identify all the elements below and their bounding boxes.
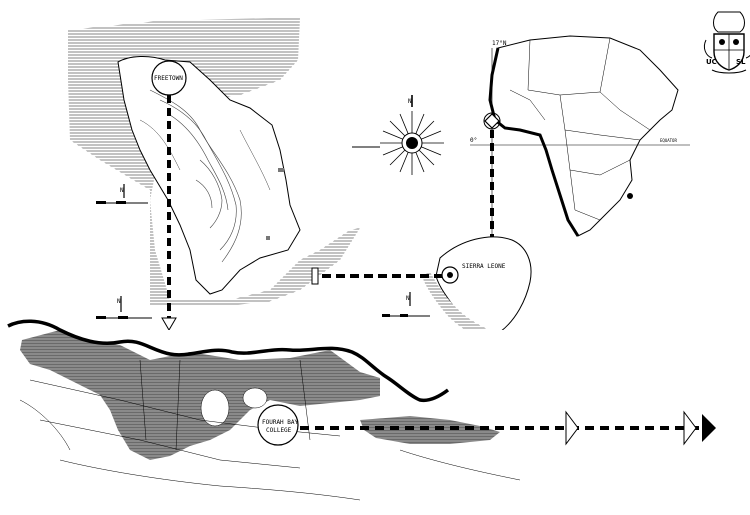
crest-right-text: SL [736,58,746,66]
africa-map: 17°N 0° EQUATOR [470,35,690,240]
north-arrow-peninsula: N [120,184,125,198]
north-arrow-lower: N [117,296,122,312]
north-arrow-sl: N [406,292,411,306]
north-arrow-lower-label: N [117,298,121,305]
urban-area [20,330,380,460]
lower-scale-bar [96,316,152,319]
africa-lat-label: 17°N [492,40,507,47]
africa-sierra-leone-marker [484,113,500,129]
arrow-tip [702,414,716,442]
compass-rose: N [352,95,444,175]
college-circle [257,404,299,446]
connector-arrowhead-down [161,317,177,331]
urban-area-east [360,416,500,444]
peninsula-map: FREETOWN N [68,18,360,306]
college-label-line2: COLLEGE [266,427,292,434]
freetown-label: FREETOWN [154,75,183,82]
sl-scale-bar [382,314,430,317]
north-arrow-sl-label: N [406,295,410,302]
sierra-leone-land [435,236,532,336]
north-arrow-peninsula-label: N [120,187,124,194]
sierra-leone-map: SIERRA LEONE N [382,236,532,344]
arrow-chevron-2 [683,410,697,446]
university-crest: UC SL [703,11,750,74]
city-map: FOURAH BAY COLLEGE [7,319,560,501]
compass-north-label: N [408,98,412,105]
sierra-leone-label: SIERRA LEONE [462,263,506,270]
peninsula-scale-bar [96,201,148,204]
crest-left-text: UC [706,58,717,66]
africa-equator-label: EQUATOR [660,138,677,143]
peninsula-land [117,56,301,295]
africa-lon-label: 0° [470,137,477,144]
africa-land [489,35,679,237]
college-label-line1: FOURAH BAY [262,419,299,426]
arrow-chevron-1 [565,410,579,446]
city-coastline [7,319,450,403]
